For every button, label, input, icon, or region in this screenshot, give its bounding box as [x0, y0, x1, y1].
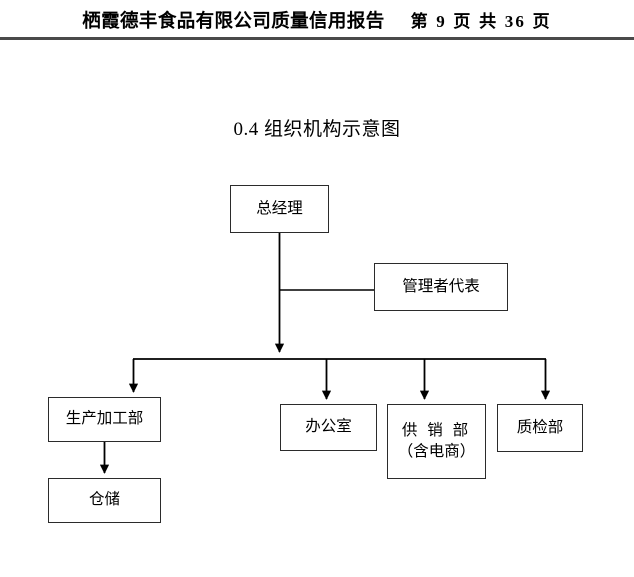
page-header-content: 栖霞德丰食品有限公司质量信用报告 第 9 页 共 36 页: [82, 7, 552, 33]
org-node-storage[interactable]: 仓储: [48, 478, 161, 523]
org-node-label: 供 销 部: [401, 422, 472, 440]
header-divider-rule: [0, 37, 634, 40]
org-node-production-department[interactable]: 生产加工部: [48, 397, 161, 442]
page-header: 栖霞德丰食品有限公司质量信用报告 第 9 页 共 36 页: [0, 0, 634, 40]
org-node-quality-inspection-department[interactable]: 质检部: [497, 404, 583, 452]
org-node-label: 办公室: [305, 418, 352, 436]
org-node-general-manager[interactable]: 总经理: [230, 185, 329, 233]
report-title: 栖霞德丰食品有限公司质量信用报告: [82, 12, 385, 32]
page-number-indicator: 第 9 页 共 36 页: [410, 12, 552, 31]
org-node-office[interactable]: 办公室: [280, 404, 377, 451]
org-node-label: 总经理: [256, 199, 303, 217]
org-node-label: 仓储: [88, 491, 120, 509]
org-node-label: 质检部: [516, 418, 564, 436]
org-node-label: 生产加工部: [65, 410, 144, 428]
section-heading: 0.4 组织机构示意图: [233, 119, 401, 140]
org-node-sales-department[interactable]: 供 销 部 （含电商）: [387, 404, 486, 479]
org-node-label-secondary: （含电商）: [397, 442, 476, 460]
org-node-management-representative[interactable]: 管理者代表: [374, 263, 508, 311]
org-node-label: 管理者代表: [402, 277, 480, 295]
